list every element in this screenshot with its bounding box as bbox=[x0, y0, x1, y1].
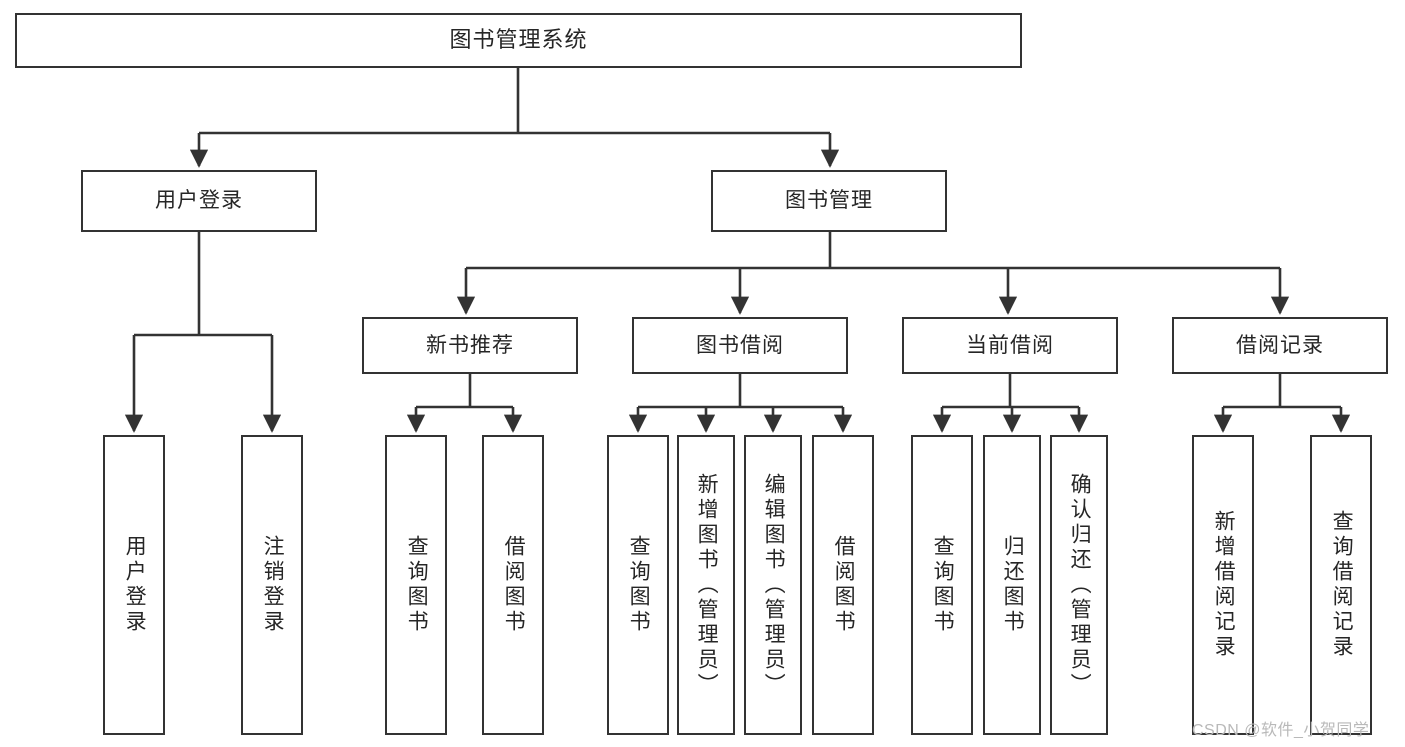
node-borrow-records[interactable]: 借阅记录 bbox=[1172, 317, 1388, 374]
node-book-borrow[interactable]: 图书借阅 bbox=[632, 317, 848, 374]
leaf-return-book[interactable]: 归还图书 bbox=[983, 435, 1041, 735]
leaf-add-borrow-record[interactable]: 新增借阅记录 bbox=[1192, 435, 1254, 735]
leaf-borrow-book[interactable]: 借阅图书 bbox=[812, 435, 874, 735]
leaf-query-books-borrow[interactable]: 查询图书 bbox=[607, 435, 669, 735]
leaf-borrow-books-newbooks[interactable]: 借阅图书 bbox=[482, 435, 544, 735]
leaf-edit-book-admin[interactable]: 编辑图书（管理员） bbox=[744, 435, 802, 735]
node-current-borrow[interactable]: 当前借阅 bbox=[902, 317, 1118, 374]
leaf-query-books-current[interactable]: 查询图书 bbox=[911, 435, 973, 735]
leaf-user-login[interactable]: 用户登录 bbox=[103, 435, 165, 735]
csdn-watermark: CSDN @软件_小贺同学 bbox=[1192, 722, 1370, 739]
leaf-confirm-return-admin[interactable]: 确认归还（管理员） bbox=[1050, 435, 1108, 735]
node-book-management[interactable]: 图书管理 bbox=[711, 170, 947, 232]
node-user-login[interactable]: 用户登录 bbox=[81, 170, 317, 232]
leaf-query-borrow-record[interactable]: 查询借阅记录 bbox=[1310, 435, 1372, 735]
leaf-logout[interactable]: 注销登录 bbox=[241, 435, 303, 735]
leaf-add-book-admin[interactable]: 新增图书（管理员） bbox=[677, 435, 735, 735]
node-new-book-recommend[interactable]: 新书推荐 bbox=[362, 317, 578, 374]
leaf-query-books-newbooks[interactable]: 查询图书 bbox=[385, 435, 447, 735]
node-root[interactable]: 图书管理系统 bbox=[15, 13, 1022, 68]
